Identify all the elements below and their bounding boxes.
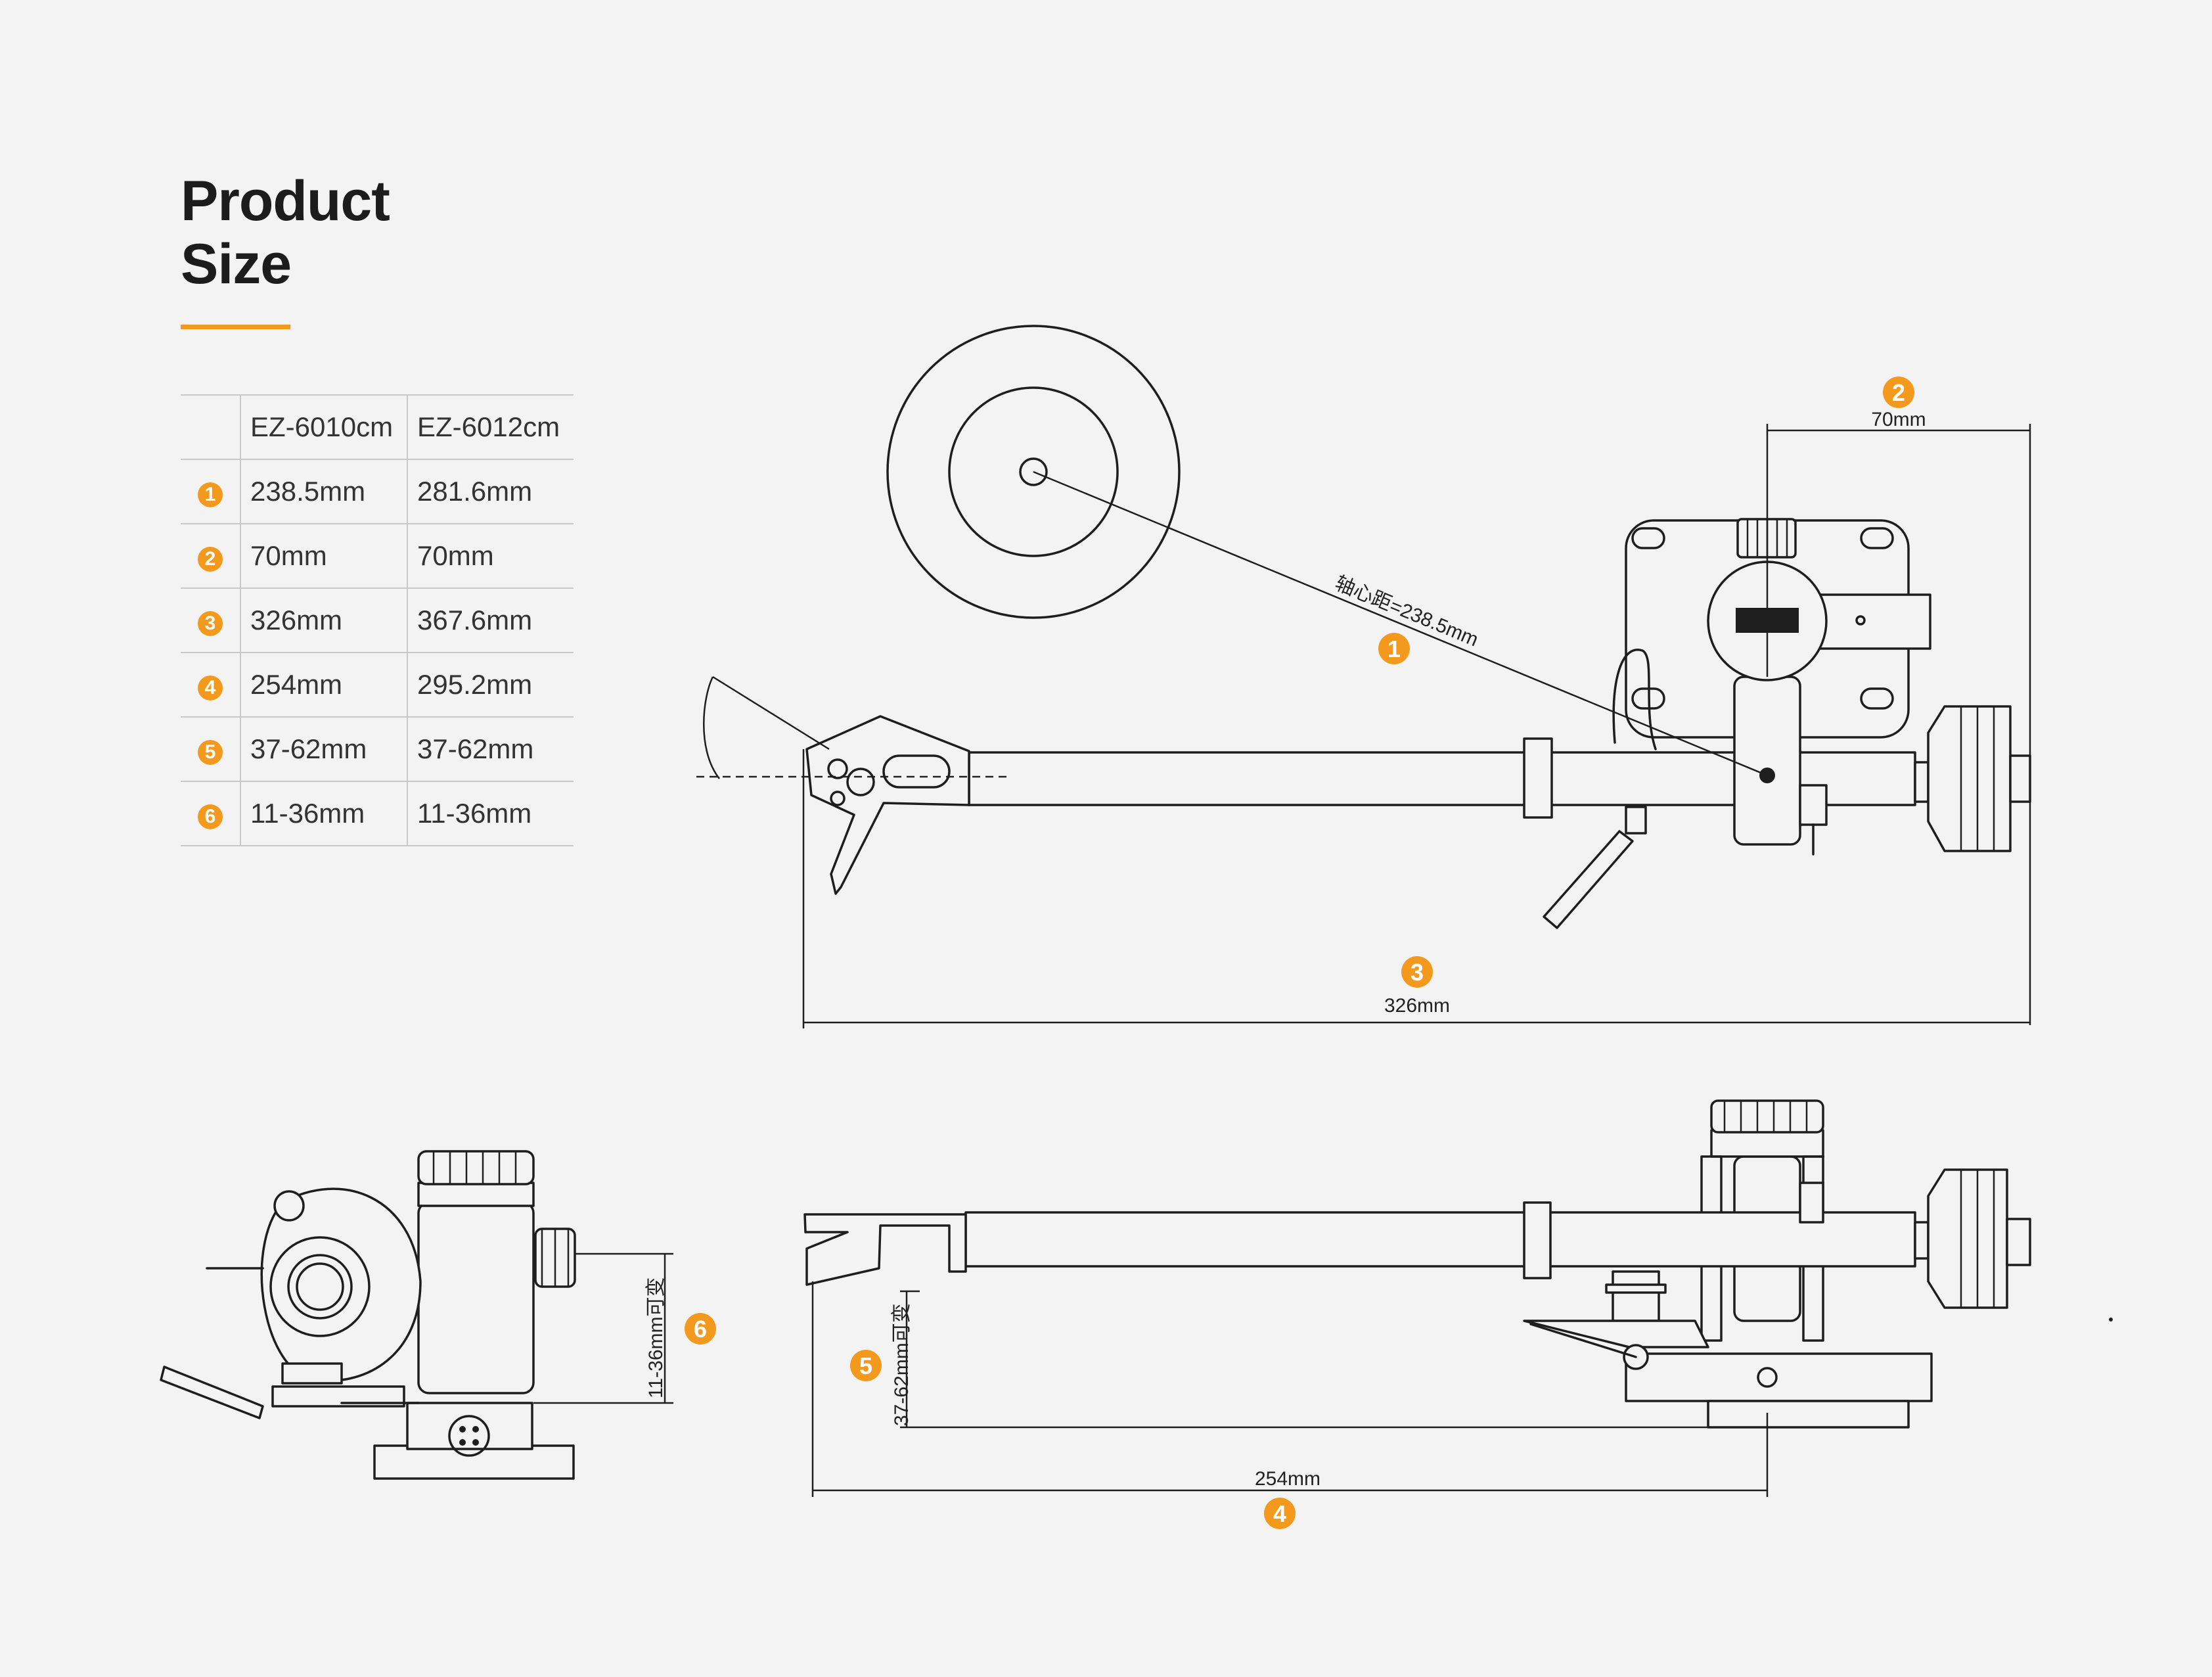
cell-value: 37-62mm xyxy=(240,717,408,782)
pivot-housing xyxy=(1733,676,1801,846)
title-line-2: Size xyxy=(181,233,292,296)
dim1-line xyxy=(1033,471,1768,777)
headshell-hole xyxy=(830,791,846,806)
side-arm-tube xyxy=(964,1211,1916,1268)
svg-text:4: 4 xyxy=(1273,1500,1286,1527)
header-ez-6010: EZ-6010cm xyxy=(240,394,408,460)
badge-5: 5 xyxy=(850,1350,882,1381)
title-line-1: Product xyxy=(181,170,390,233)
dim6-label: 11-36mm可变 xyxy=(645,1277,667,1398)
counterweight xyxy=(1927,705,2012,852)
offset-angle-arc xyxy=(703,676,720,779)
table-row: 4 254mm 295.2mm xyxy=(181,653,574,718)
row-badge: 1 xyxy=(198,482,223,507)
table-row: 5 37-62mm 37-62mm xyxy=(181,717,574,782)
dim3-label: 326mm xyxy=(1384,995,1450,1017)
weight-end xyxy=(2009,754,2031,803)
size-table: EZ-6010cm EZ-6012cm 1 238.5mm 281.6mm 2 … xyxy=(181,394,574,846)
side-yoke xyxy=(1710,1129,1824,1158)
row-badge: 3 xyxy=(198,611,223,636)
table-row: 2 70mm 70mm xyxy=(181,524,574,589)
front-column xyxy=(417,1201,535,1394)
lift-lever xyxy=(1543,830,1634,929)
svg-text:6: 6 xyxy=(694,1316,707,1343)
stub xyxy=(1914,761,1930,803)
header-cell-empty xyxy=(181,394,241,460)
front-lift-lever xyxy=(160,1366,264,1419)
bracket-screw xyxy=(1855,615,1866,626)
side-base-lower xyxy=(1707,1400,1910,1429)
lift-base xyxy=(1625,806,1647,835)
arm-collar xyxy=(1523,737,1553,819)
row-badge: 2 xyxy=(198,547,223,572)
front-tube-end xyxy=(269,1236,371,1337)
front-vta-knob xyxy=(417,1150,535,1185)
plate-slot xyxy=(1860,527,1894,549)
plate-slot xyxy=(1631,527,1665,549)
badge-1: 1 xyxy=(1378,633,1410,664)
badge-4: 4 xyxy=(1264,1498,1296,1529)
svg-text:2: 2 xyxy=(1892,379,1905,406)
svg-text:1: 1 xyxy=(1388,635,1401,662)
row-badge: 6 xyxy=(198,804,223,829)
badge-6: 6 xyxy=(685,1313,716,1344)
cell-value: 11-36mm xyxy=(240,781,408,846)
row-badge: 5 xyxy=(198,740,223,765)
header-ez-6012: EZ-6012cm xyxy=(407,394,574,460)
lift-loop xyxy=(1612,649,1657,750)
cell-value: 254mm xyxy=(240,653,408,718)
front-base-upper xyxy=(406,1402,533,1450)
side-base xyxy=(1625,1352,1933,1402)
side-view: 37-62mm可变 254mm 4 5 xyxy=(803,1099,2113,1529)
dim4-label: 254mm xyxy=(1255,1468,1320,1490)
headshell-slot xyxy=(882,754,951,789)
headshell-hole xyxy=(846,768,875,796)
table-row: 6 11-36mm 11-36mm xyxy=(181,781,574,846)
platter-outer xyxy=(886,325,1181,619)
spindle xyxy=(1019,457,1048,486)
page-title: Product Size xyxy=(181,170,390,296)
badge-3: 3 xyxy=(1401,956,1433,988)
table-row: 1 238.5mm 281.6mm xyxy=(181,459,574,524)
lift-arm xyxy=(1523,1320,1709,1348)
dim2-label: 70mm xyxy=(1871,409,1926,430)
cell-value: 37-62mm xyxy=(407,717,574,782)
cell-value: 238.5mm xyxy=(240,459,408,524)
cell-value: 295.2mm xyxy=(407,653,574,718)
table-row: 3 326mm 367.6mm xyxy=(181,588,574,653)
front-base xyxy=(373,1444,575,1480)
plate-slot xyxy=(1860,687,1894,710)
cell-value: 326mm xyxy=(240,588,408,653)
cell-value: 70mm xyxy=(407,524,574,589)
cell-value: 367.6mm xyxy=(407,588,574,653)
front-view: 11-36mm可变 6 xyxy=(160,1150,716,1480)
vta-bracket xyxy=(1818,593,1931,650)
side-counterweight xyxy=(1927,1168,2008,1309)
top-view: 轴心距=238.5mm 70mm 326mm 1 2 3 xyxy=(696,325,2031,1028)
headshell-hole xyxy=(827,758,848,779)
cell-value: 11-36mm xyxy=(407,781,574,846)
cell-value: 281.6mm xyxy=(407,459,574,524)
headshell xyxy=(805,715,970,895)
row-badge: 4 xyxy=(198,676,223,701)
antiskate-weight xyxy=(1799,784,1828,826)
badge-2: 2 xyxy=(1883,377,1914,408)
side-headshell xyxy=(803,1213,967,1286)
svg-text:3: 3 xyxy=(1411,959,1424,986)
table-header-row: EZ-6010cm EZ-6012cm xyxy=(181,394,574,460)
side-vta-knob xyxy=(1710,1099,1824,1134)
side-collar xyxy=(1523,1201,1552,1279)
title-underline xyxy=(181,325,290,329)
svg-text:5: 5 xyxy=(859,1352,872,1379)
lift-post xyxy=(1612,1270,1660,1322)
platter-label xyxy=(948,386,1119,557)
dim5-label: 37-62mm可变 xyxy=(891,1303,913,1426)
cell-value: 70mm xyxy=(240,524,408,589)
